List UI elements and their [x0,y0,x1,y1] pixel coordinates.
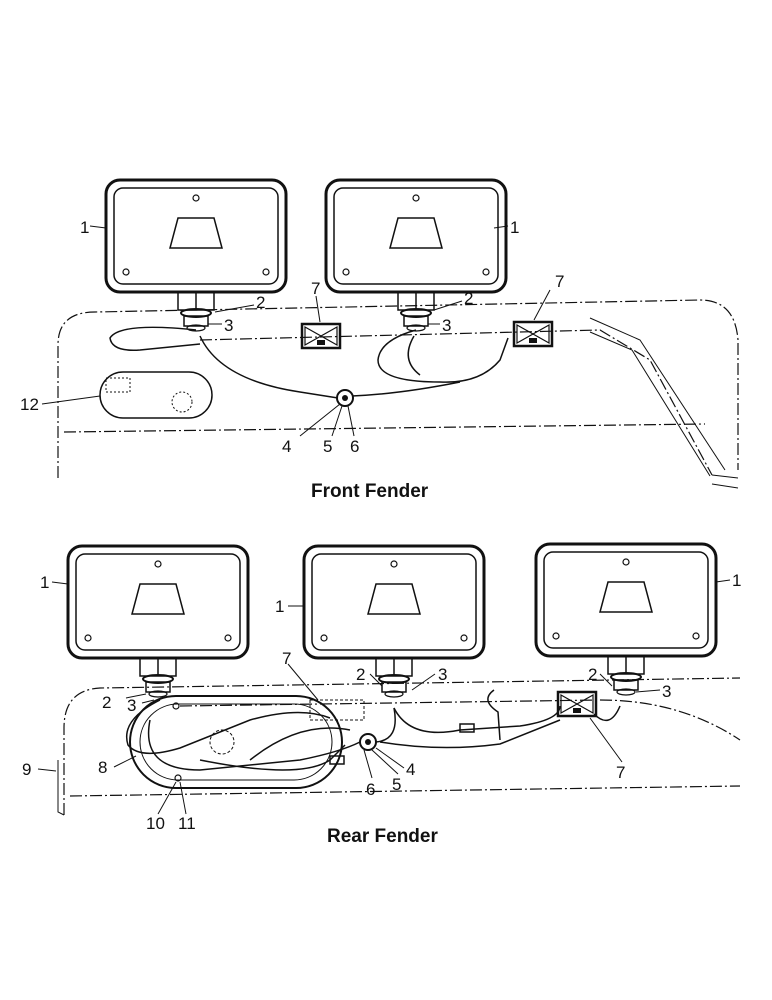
callout-2: 2 [588,665,597,684]
callout-5: 5 [392,775,401,794]
callout-2: 2 [102,693,111,712]
front-leaders [41,225,551,437]
callout-1: 1 [732,571,741,590]
front-fender-group: 1 1 2 3 7 2 3 7 12 4 5 6 Front Fender [20,178,739,502]
rear-fender-caption: Rear Fender [327,826,438,847]
callout-4: 4 [406,760,415,779]
callout-3: 3 [662,682,671,701]
front-lamp-right [324,178,508,333]
rear-lamp-right [534,542,718,697]
rear-leaders [37,579,731,815]
callout-11: 11 [178,814,196,833]
callout-1: 1 [80,218,89,237]
rear-callouts: 1 1 1 7 2 3 2 3 2 3 9 8 6 5 4 10 11 7 [22,571,741,833]
callout-1: 1 [275,597,284,616]
callout-7: 7 [311,279,320,298]
callout-3: 3 [127,696,136,715]
callout-10: 10 [146,814,165,833]
callout-9: 9 [22,760,31,779]
rear-lamp-center [302,544,486,699]
front-callouts: 1 1 2 3 7 2 3 7 12 4 5 6 [20,218,564,456]
callout-7: 7 [555,272,564,291]
callout-4: 4 [282,437,291,456]
rear-harness-plate [129,695,365,789]
rear-wiring [126,689,621,771]
callout-6: 6 [366,780,375,799]
front-fender-caption: Front Fender [311,481,429,502]
callout-5: 5 [323,437,332,456]
front-wiring [109,326,509,407]
callout-3: 3 [224,316,233,335]
callout-3: 3 [438,665,447,684]
callout-1: 1 [40,573,49,592]
front-reflector-left [300,322,342,350]
callout-2: 2 [256,293,265,312]
rear-reflector [556,690,598,718]
callout-2: 2 [464,289,473,308]
callout-12: 12 [20,395,39,414]
callout-7: 7 [616,763,625,782]
front-reflector-right [512,320,554,348]
callout-7: 7 [282,649,291,668]
callout-6: 6 [350,437,359,456]
callout-2: 2 [356,665,365,684]
callout-8: 8 [98,758,107,777]
callout-1: 1 [510,218,519,237]
front-decal [99,371,213,419]
rear-fender-group: 1 1 1 7 2 3 2 3 2 3 9 8 6 5 4 10 11 7 Re… [22,542,741,847]
callout-3: 3 [442,316,451,335]
rear-lamp-left [66,544,250,699]
